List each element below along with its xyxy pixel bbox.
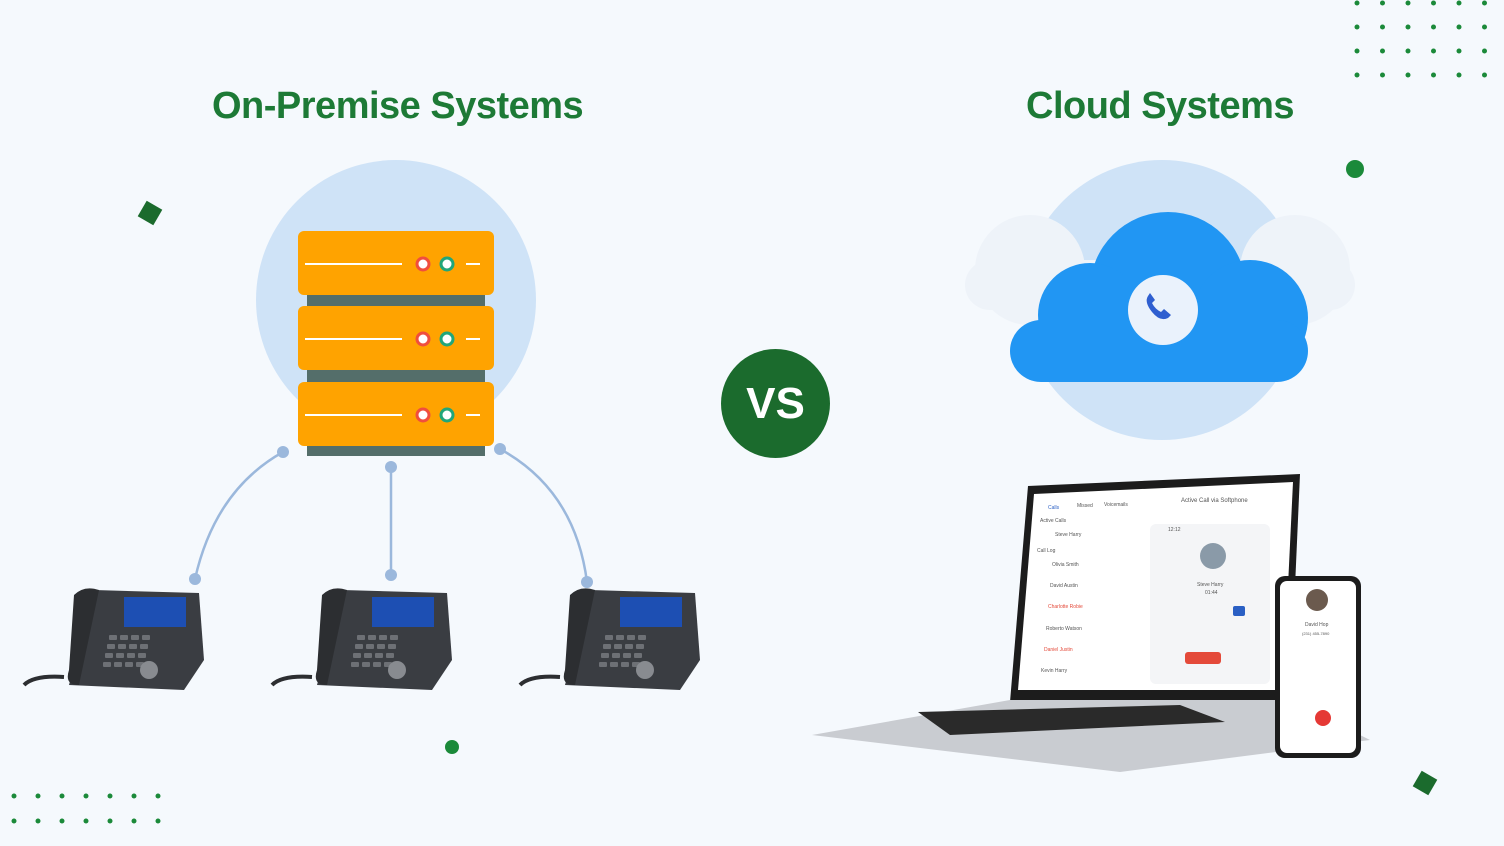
dot xyxy=(11,818,17,824)
server-stack-icon xyxy=(298,231,494,456)
smartphone xyxy=(1275,576,1361,758)
dot xyxy=(1354,24,1360,30)
dot xyxy=(1354,48,1360,54)
dot xyxy=(1482,24,1487,30)
dot xyxy=(1380,48,1385,54)
call-log-item[interactable]: Olivia Smith xyxy=(1052,562,1079,568)
caller-name: Steve Harry xyxy=(1197,582,1224,588)
dot xyxy=(83,818,89,824)
dot xyxy=(107,818,113,824)
active-contact: Steve Harry xyxy=(1055,532,1082,538)
dot xyxy=(131,793,137,799)
tab-calls[interactable]: Calls xyxy=(1048,505,1060,511)
dot xyxy=(1431,48,1436,54)
dot xyxy=(1482,72,1487,78)
call-log-label: Call Log xyxy=(1037,548,1056,554)
call-log-item[interactable]: Daniel Justin xyxy=(1044,647,1073,653)
desk-phone-icon xyxy=(22,588,204,690)
on-premise-title: On-Premise Systems xyxy=(212,85,584,127)
green-diamond xyxy=(137,200,163,226)
server-unit xyxy=(298,231,494,295)
tab-voicemails[interactable]: Voicemails xyxy=(1104,502,1128,508)
dot xyxy=(155,818,161,824)
status-time: 12:12 xyxy=(1168,527,1181,533)
server-unit xyxy=(298,306,494,370)
dot xyxy=(35,818,41,824)
dot xyxy=(1405,72,1411,78)
dot xyxy=(35,793,41,799)
desk-phone-icon xyxy=(270,588,452,690)
dot xyxy=(1380,72,1385,78)
phone-caller-number: (231) 455-7890 xyxy=(1302,631,1330,636)
dot xyxy=(107,793,113,799)
softphone-header: Active Call via Softphone xyxy=(1181,498,1248,504)
active-calls-label: Active Calls xyxy=(1040,518,1067,524)
call-log-item[interactable]: Charlotte Robie xyxy=(1048,604,1083,610)
dot xyxy=(1482,48,1487,54)
dot xyxy=(1380,24,1385,30)
dot xyxy=(1380,0,1385,6)
dot xyxy=(83,793,89,799)
dot xyxy=(11,793,17,799)
green-dot xyxy=(1346,160,1364,178)
cloud-title: Cloud Systems xyxy=(1026,85,1295,127)
dot xyxy=(131,818,137,824)
server-unit xyxy=(298,382,494,446)
tab-missed[interactable]: Missed xyxy=(1077,503,1093,509)
dot xyxy=(59,818,65,824)
dot xyxy=(1431,72,1436,78)
dot xyxy=(1482,0,1487,6)
green-diamond xyxy=(1412,770,1438,796)
dot xyxy=(1456,48,1462,54)
dot xyxy=(1456,0,1462,6)
laptop xyxy=(812,474,1370,772)
desk-phone-icon xyxy=(518,588,700,690)
dot xyxy=(1354,0,1360,6)
call-log-item[interactable]: David Austin xyxy=(1050,583,1078,589)
call-log-item[interactable]: Roberto Watson xyxy=(1046,626,1082,632)
vs-badge: VS xyxy=(721,349,830,458)
dot xyxy=(1405,0,1411,6)
dot xyxy=(1431,0,1436,6)
call-duration: 01:44 xyxy=(1205,590,1218,596)
dot xyxy=(59,793,65,799)
dot xyxy=(1431,24,1436,30)
dot xyxy=(1405,24,1411,30)
dot xyxy=(155,793,161,799)
dot xyxy=(1456,72,1462,78)
connector-lines xyxy=(193,447,589,583)
phone-caller-name: David Hop xyxy=(1305,622,1329,628)
call-log-item[interactable]: Kevin Harry xyxy=(1041,668,1068,674)
dot xyxy=(1456,24,1462,30)
dot xyxy=(1405,48,1411,54)
green-dot xyxy=(445,740,459,754)
dot xyxy=(1354,72,1360,78)
